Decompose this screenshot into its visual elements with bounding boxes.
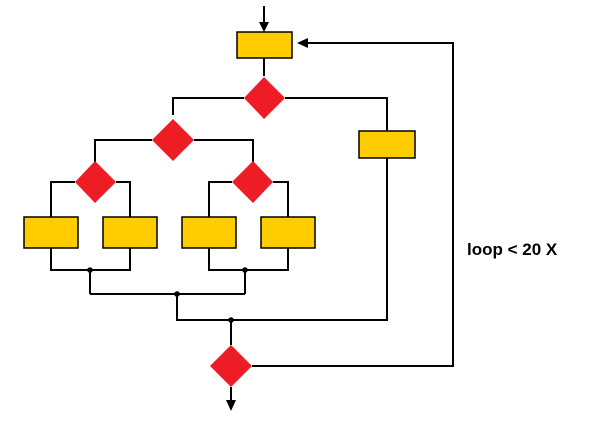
left-decision-right-branch (116, 181, 131, 217)
top-decision-left-branch (172, 97, 244, 115)
level2-decision-right-branch (194, 139, 254, 162)
bottom-process-box-1 (23, 216, 79, 249)
right-decision-diamond (232, 161, 273, 203)
top-decision-diamond (244, 77, 285, 119)
junction-dots (87, 267, 248, 323)
merge-junction-dot (228, 317, 234, 323)
bottom-decision-diamond (210, 345, 252, 387)
left-pair-junction-dot (87, 267, 93, 273)
combine-junction-dot (174, 291, 180, 297)
process-boxes (23, 31, 416, 249)
entry-arrowhead (259, 22, 269, 32)
combined-down-connector (176, 294, 231, 321)
bottom-process-box-4 (260, 216, 316, 249)
bottom-process-box-3 (181, 216, 237, 249)
right-pair-junction-dot (242, 267, 248, 273)
loop-label: loop < 20 X (467, 240, 558, 259)
top-process-box (236, 31, 293, 59)
decision-diamonds (75, 77, 285, 387)
top-decision-right-branch (285, 97, 388, 131)
bottom-process-box-2 (102, 216, 158, 249)
level2-decision-left-branch (94, 139, 152, 162)
level2-decision-diamond (152, 119, 194, 161)
exit-arrowhead (226, 400, 236, 411)
right-decision-left-branch (208, 181, 232, 217)
loop-back-arrowhead (297, 38, 308, 48)
right-decision-right-branch (273, 181, 289, 217)
right-box-down-connector (231, 158, 388, 321)
right-process-box (358, 130, 416, 159)
loop-back-connector (252, 42, 454, 367)
right-pair-merge (208, 248, 289, 271)
left-decision-left-branch (50, 181, 75, 217)
left-pair-merge (50, 248, 131, 271)
left-decision-diamond (75, 161, 116, 203)
connector-lines (50, 6, 454, 411)
